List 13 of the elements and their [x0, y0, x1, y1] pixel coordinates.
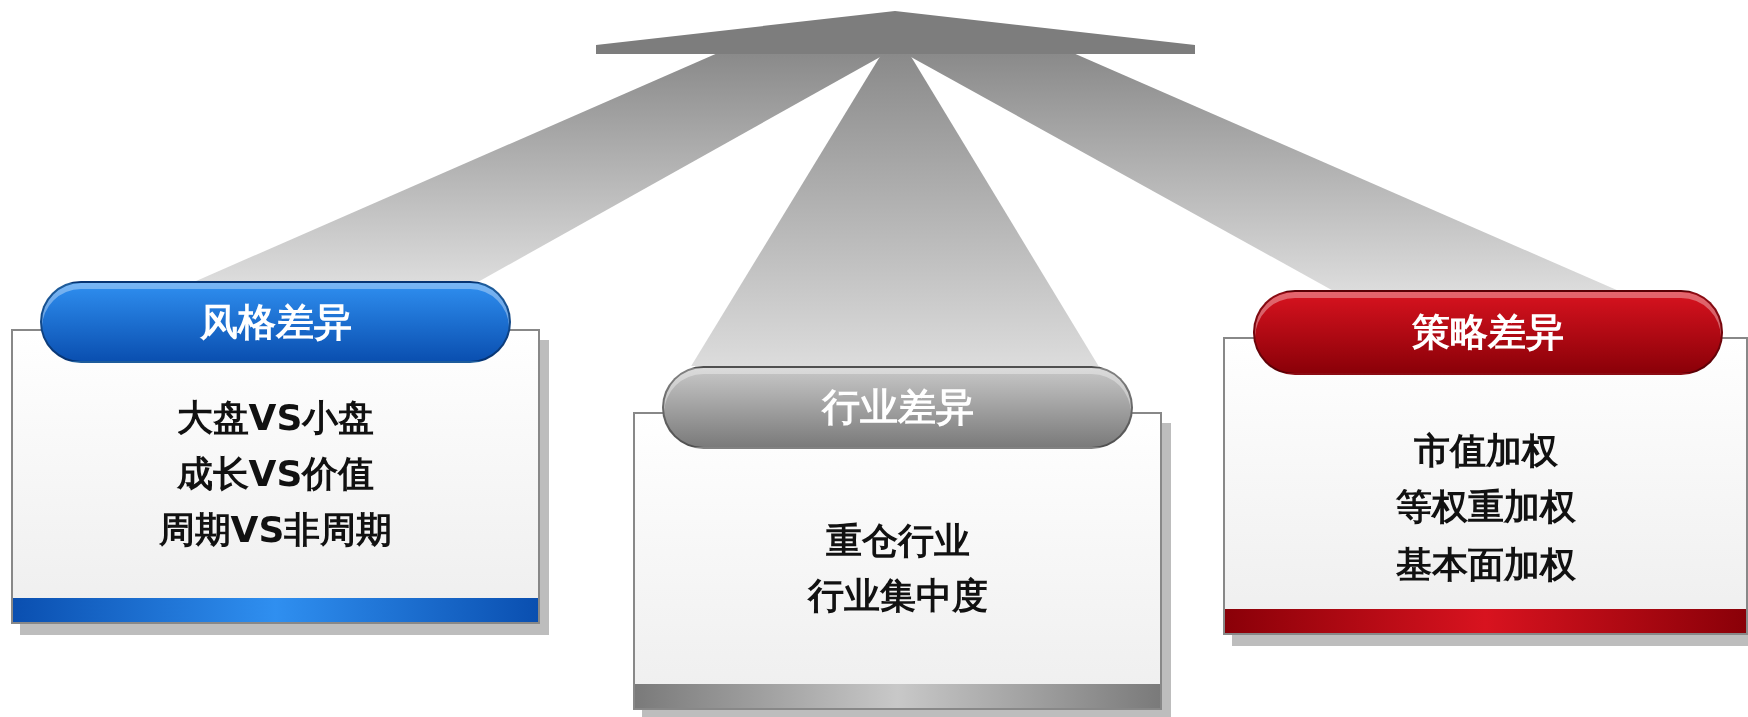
- top-bar: [596, 11, 1195, 54]
- list-item: 等权重加权: [1394, 484, 1577, 529]
- heading-pill: 风格差异: [40, 281, 511, 363]
- list-item: 重仓行业: [824, 518, 971, 563]
- heading-pill: 行业差异: [662, 366, 1133, 449]
- list-item: 行业集中度: [806, 573, 989, 618]
- list-item: 周期VS非周期: [157, 507, 394, 552]
- list-item: 市值加权: [1412, 428, 1559, 473]
- list-item: 基本面加权: [1394, 542, 1577, 587]
- list-item: 成长VS价值: [175, 451, 376, 496]
- list-item: 大盘VS小盘: [175, 395, 376, 440]
- heading-pill: 策略差异: [1253, 290, 1723, 375]
- connector-beam: [691, 54, 1099, 366]
